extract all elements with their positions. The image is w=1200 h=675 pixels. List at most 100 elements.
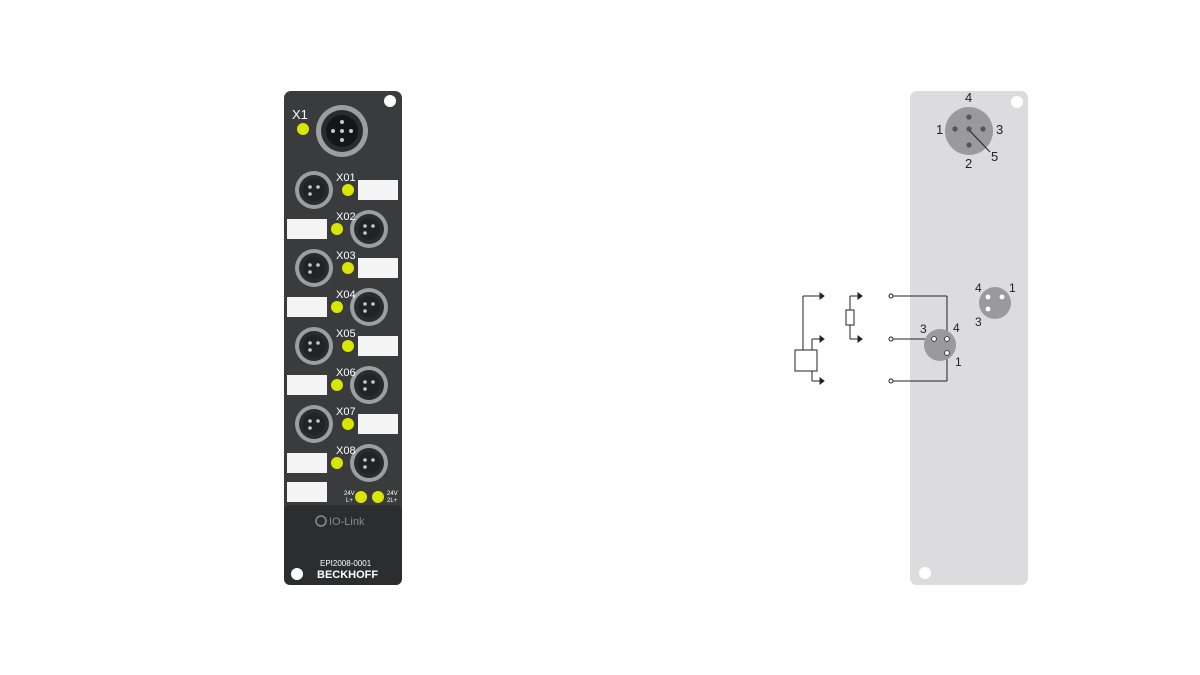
wiring-socket-pin (944, 336, 950, 342)
x1-pin-label-2: 2 (965, 156, 972, 171)
io-link-logo-icon (315, 515, 327, 527)
supply-led-2 (372, 491, 384, 503)
port-pin (308, 419, 312, 423)
port-label-slot (358, 336, 398, 356)
arrow-head (819, 335, 825, 343)
port-label: X04 (336, 289, 356, 301)
port-pin (363, 231, 367, 235)
arrow-head (857, 292, 863, 300)
port-pinout-socket (979, 287, 1011, 319)
supply-led-2-line1: 24V (387, 491, 398, 497)
port-pinout-pin (985, 294, 991, 300)
port-pin (308, 348, 312, 352)
port-pin (363, 380, 367, 384)
port-led (342, 262, 354, 274)
port-pinout-pin (985, 306, 991, 312)
port-pin (363, 458, 367, 462)
port-pin (371, 380, 375, 384)
supply-led-1-line2: L+ (346, 498, 353, 504)
port-pin (316, 419, 320, 423)
x1-pin (349, 129, 353, 133)
module-brand: BECKHOFF (317, 569, 378, 581)
terminal (888, 336, 894, 342)
port-label-slot (287, 482, 327, 502)
x1-pin-label-1: 1 (936, 122, 943, 137)
port-label: X02 (336, 211, 356, 223)
port-led (342, 418, 354, 430)
supply-led-1-line1: 24V (344, 491, 355, 497)
port-pin-label-4: 4 (975, 281, 982, 295)
port-label-slot (287, 453, 327, 473)
mounting-hole-top (384, 95, 396, 107)
port-led (331, 457, 343, 469)
port-connector-face (303, 257, 325, 279)
port-pin (308, 263, 312, 267)
port-label: X01 (336, 172, 356, 184)
x1-pinout-pin (966, 114, 972, 120)
port-pin (308, 341, 312, 345)
port-pin (363, 309, 367, 313)
port-pin (371, 224, 375, 228)
port-pin-label-3: 3 (975, 315, 982, 329)
port-connector-face (358, 452, 380, 474)
port-pin (308, 270, 312, 274)
arrow-head (857, 335, 863, 343)
mounting-hole-bottom (291, 568, 303, 580)
port-led (331, 301, 343, 313)
port-pin (371, 302, 375, 306)
x1-pinout-pin (980, 126, 986, 132)
port-led (331, 379, 343, 391)
terminal (888, 293, 894, 299)
x1-pinout: 4 1 3 5 2 (936, 90, 1003, 171)
wiring-socket-pin (931, 336, 937, 342)
io-link-logo: IO-Link (315, 515, 365, 528)
module-bottom-band (284, 505, 402, 585)
wiring-socket: 3 4 1 (920, 321, 962, 369)
port-pin (308, 192, 312, 196)
x1-led (297, 123, 309, 135)
port-connector-face (303, 413, 325, 435)
pin-assignment-view: 4 1 3 5 2 4 1 3 (794, 90, 1028, 585)
port-pin (363, 302, 367, 306)
wiring-pin-label-3: 3 (920, 322, 927, 336)
sensor-box (794, 349, 818, 372)
port-label: X05 (336, 328, 356, 340)
x1-pin (331, 129, 335, 133)
x1-pin-label-5: 5 (991, 149, 998, 164)
port-led (342, 184, 354, 196)
panel-hole-bottom (919, 567, 931, 579)
port-connector-face (303, 179, 325, 201)
resistor (845, 309, 855, 326)
x1-pin-label-4: 4 (965, 90, 972, 105)
port-label-slot (287, 375, 327, 395)
x1-pin-label-3: 3 (996, 122, 1003, 137)
terminal (888, 378, 894, 384)
port-led (331, 223, 343, 235)
panel-hole-top (1011, 96, 1023, 108)
x1-pinout-pin (966, 126, 972, 132)
module-model: EPI2008-0001 (320, 559, 372, 568)
port-label-slot (358, 414, 398, 434)
port-pin (371, 458, 375, 462)
port-label: X08 (336, 445, 356, 457)
port-pinout: 4 1 3 (975, 281, 1016, 329)
supply-led-2-line2: 2L+ (387, 498, 398, 504)
port-pin (316, 341, 320, 345)
port-pin (308, 426, 312, 430)
port-pin (316, 263, 320, 267)
x1-label: X1 (292, 107, 308, 122)
x1-pinout-pin (952, 126, 958, 132)
x1-pin (340, 138, 344, 142)
port-label: X03 (336, 250, 356, 262)
port-pin (308, 185, 312, 189)
wiring-socket-pin (944, 350, 950, 356)
io-link-logo-text: IO-Link (329, 516, 365, 528)
port-pinout-pin (999, 294, 1005, 300)
port-led (342, 340, 354, 352)
port-label-slot (287, 219, 327, 239)
port-label: X07 (336, 406, 356, 418)
wiring-pin-label-1: 1 (955, 355, 962, 369)
port-pin-label-1: 1 (1009, 281, 1016, 295)
